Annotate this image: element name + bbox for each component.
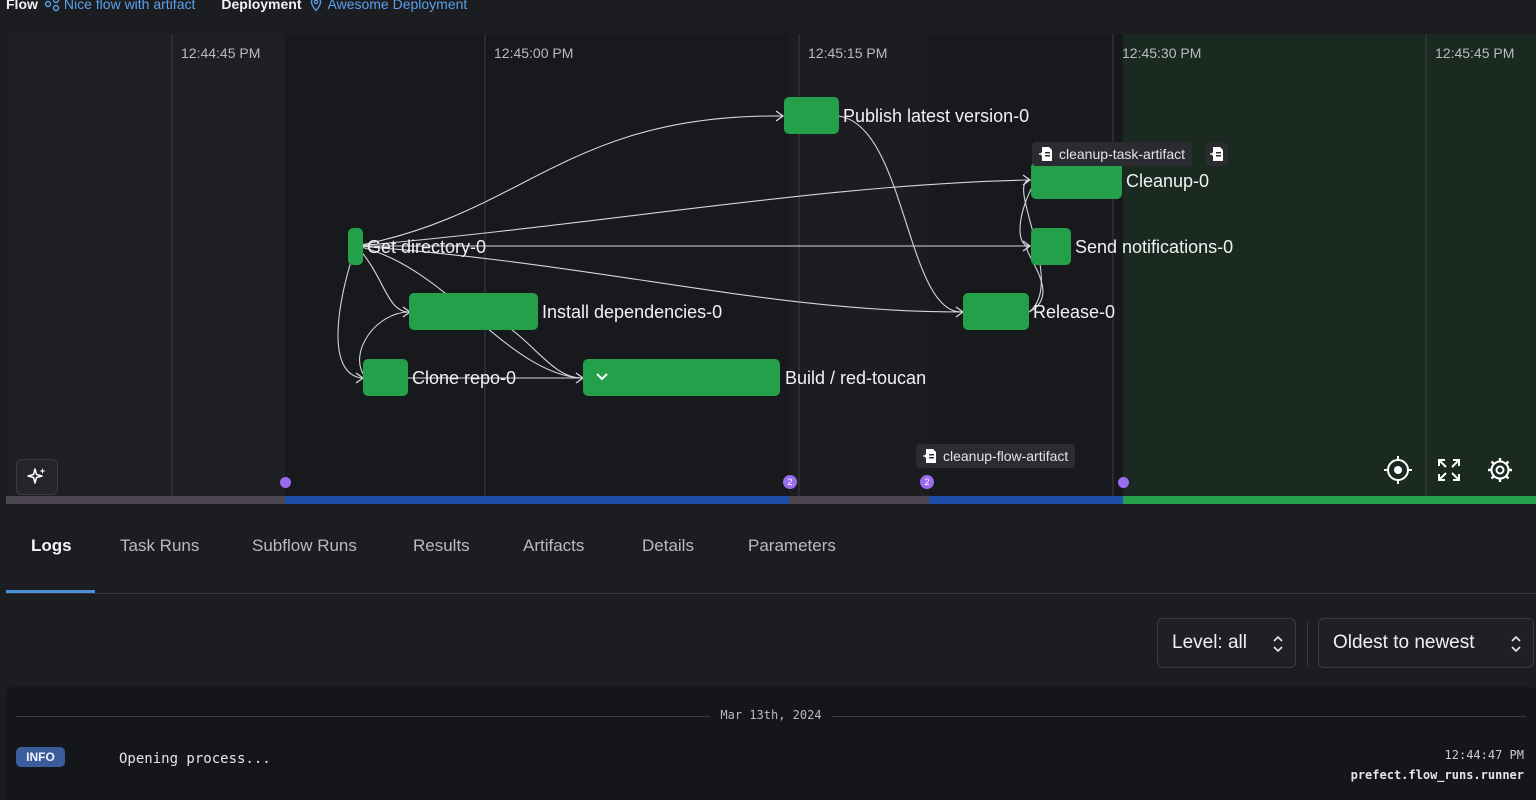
filter-divider	[1307, 621, 1308, 667]
subflow-node-build[interactable]	[583, 359, 780, 396]
run-header: Flow Nice flow with artifact Deployment …	[0, 0, 1536, 14]
flow-icon	[44, 0, 60, 12]
artifact-badge-flow[interactable]: cleanup-flow-artifact	[916, 444, 1076, 468]
task-label-clone-repo: Clone repo-0	[412, 368, 517, 388]
state-band-scheduled	[6, 496, 285, 504]
artifact-icon	[1210, 147, 1223, 161]
edge-get-clone	[337, 245, 363, 379]
state-band-completed	[1123, 496, 1536, 504]
time-tick: 12:45:45 PM	[1435, 45, 1515, 61]
artifact-badge-task[interactable]: cleanup-task-artifact	[1032, 142, 1193, 166]
gear-icon	[1488, 458, 1512, 482]
tab-logs[interactable]: Logs	[31, 536, 72, 555]
flow-run-graph[interactable]: 12:44:45 PM 12:45:00 PM 12:45:15 PM 12:4…	[6, 34, 1536, 506]
edge-get-cleanup	[355, 179, 1030, 247]
task-label-send-notifications: Send notifications-0	[1075, 237, 1234, 257]
deployment-label: Deployment	[221, 0, 302, 12]
edge-get-install	[355, 245, 410, 313]
active-tab-indicator	[6, 590, 95, 593]
event-dot-count[interactable]: 2	[920, 475, 934, 489]
deployment-link[interactable]: Awesome Deployment	[308, 0, 468, 12]
log-level-value: Level: all	[1172, 632, 1247, 653]
time-tick: 12:45:00 PM	[494, 45, 574, 61]
recenter-button[interactable]	[1381, 453, 1415, 487]
expand-icon	[1438, 459, 1460, 481]
tab-subflow-runs[interactable]: Subflow Runs	[252, 536, 357, 555]
flow-link[interactable]: Nice flow with artifact	[44, 0, 195, 12]
graph-canvas	[6, 34, 1536, 504]
log-timestamp: 12:44:47 PM	[1444, 748, 1524, 762]
artifact-task-label: cleanup-task-artifact	[1059, 146, 1186, 162]
edge-get-publish	[355, 115, 783, 247]
ai-assist-button[interactable]	[16, 459, 58, 495]
edge-clone-install	[359, 311, 410, 379]
artifact-badge-task-extra[interactable]	[1206, 142, 1228, 166]
task-label-release: Release-0	[1033, 302, 1116, 322]
edge-get-release	[355, 245, 963, 313]
task-node-cleanup[interactable]	[1031, 162, 1122, 199]
time-tick: 12:45:15 PM	[808, 45, 888, 61]
state-band-running	[285, 496, 789, 504]
task-label-get-directory: Get directory-0	[367, 237, 487, 257]
tab-parameters[interactable]: Parameters	[748, 536, 836, 555]
sort-arrows-icon	[1511, 635, 1521, 653]
time-tick: 12:45:30 PM	[1122, 45, 1202, 61]
deployment-name: Awesome Deployment	[327, 0, 468, 12]
run-tabs: Logs Task Runs Subflow Runs Results Arti…	[6, 522, 1536, 594]
flow-name: Nice flow with artifact	[63, 0, 196, 12]
crosshair-icon	[1384, 456, 1412, 484]
task-node-clone-repo[interactable]	[363, 359, 408, 396]
log-logger-name: prefect.flow_runs.runner	[1350, 768, 1524, 782]
task-label-install-dependencies: Install dependencies-0	[542, 302, 723, 322]
artifact-icon	[923, 449, 936, 463]
artifact-flow-label: cleanup-flow-artifact	[943, 448, 1069, 464]
chevron-down-icon[interactable]	[593, 368, 611, 386]
log-list: Mar 13th, 2024 INFO Opening process... 1…	[6, 687, 1536, 800]
log-level-select[interactable]: Level: all	[1157, 618, 1296, 668]
fullscreen-button[interactable]	[1432, 453, 1466, 487]
task-node-get-directory[interactable]	[348, 228, 363, 265]
task-node-release[interactable]	[963, 293, 1029, 330]
event-dot-count[interactable]: 2	[783, 475, 797, 489]
log-sort-select[interactable]: Oldest to newest	[1318, 618, 1534, 668]
event-dot[interactable]	[280, 477, 291, 488]
settings-button[interactable]	[1483, 453, 1517, 487]
sort-arrows-icon	[1273, 635, 1283, 653]
task-label-cleanup: Cleanup-0	[1126, 171, 1210, 191]
log-date-separator: Mar 13th, 2024	[16, 708, 1526, 724]
tab-artifacts[interactable]: Artifacts	[523, 536, 585, 555]
task-node-publish[interactable]	[784, 97, 839, 134]
time-tick: 12:44:45 PM	[181, 45, 261, 61]
task-node-send-notifications[interactable]	[1031, 228, 1071, 265]
log-date: Mar 13th, 2024	[710, 708, 832, 722]
task-label-publish: Publish latest version-0	[843, 106, 1030, 126]
log-message: Opening process...	[119, 751, 271, 767]
log-level-badge: INFO	[16, 747, 65, 767]
subflow-label-build: Build / red-toucan	[785, 368, 927, 388]
edge-cleanup-send	[1019, 179, 1037, 247]
task-node-install-dependencies[interactable]	[409, 293, 538, 330]
flow-label: Flow	[6, 0, 38, 12]
location-pin-icon	[310, 0, 321, 12]
artifact-icon	[1039, 147, 1052, 161]
edge-publish-release	[837, 115, 963, 313]
tab-details[interactable]: Details	[642, 536, 694, 555]
event-dot[interactable]	[1118, 477, 1129, 488]
tab-results[interactable]: Results	[413, 536, 470, 555]
sparkles-icon	[27, 468, 46, 484]
log-sort-value: Oldest to newest	[1333, 632, 1475, 653]
tab-task-runs[interactable]: Task Runs	[120, 536, 200, 555]
